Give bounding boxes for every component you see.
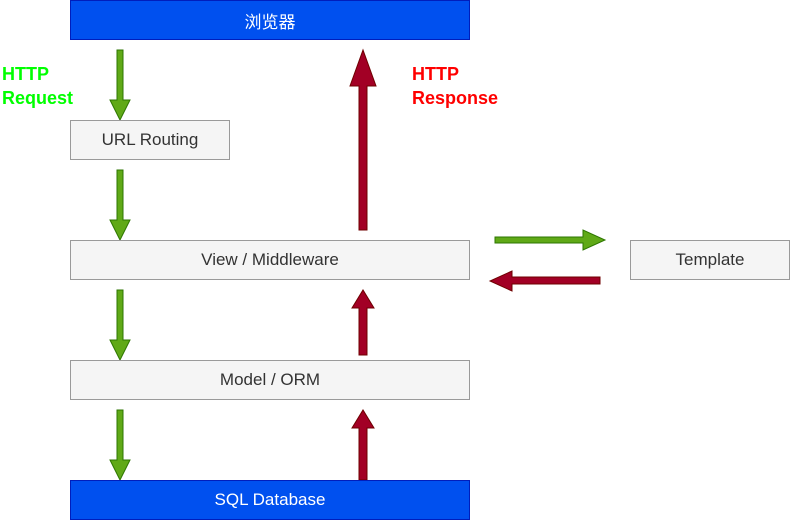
http-response-label-line1: HTTP <box>412 64 459 84</box>
template-node-label: Template <box>675 250 745 269</box>
request-arrow-routing-to-view <box>109 169 131 242</box>
model-orm-node: Model / ORM <box>70 360 470 400</box>
response-arrow-database-to-model <box>351 409 375 481</box>
sql-database-node-label: SQL Database <box>214 490 326 509</box>
url-routing-node: URL Routing <box>70 120 230 160</box>
http-request-label-line1: HTTP <box>2 64 49 84</box>
request-arrow-browser-to-routing <box>109 49 131 122</box>
browser-node-label: 浏览器 <box>244 12 296 32</box>
view-middleware-node-label: View / Middleware <box>201 250 339 269</box>
request-arrow-model-to-database <box>109 409 131 482</box>
sql-database-node: SQL Database <box>70 480 470 520</box>
arrow-template-to-view <box>488 270 601 292</box>
model-orm-node-label: Model / ORM <box>219 370 321 389</box>
http-request-label-line2: Request <box>2 88 74 108</box>
arrow-view-to-template <box>494 229 607 251</box>
url-routing-node-label: URL Routing <box>101 130 199 149</box>
http-response-label: HTTP Response <box>412 62 498 110</box>
browser-node: 浏览器 <box>70 0 470 40</box>
template-node: Template <box>630 240 790 280</box>
response-arrow-model-to-view <box>351 289 375 356</box>
view-middleware-node: View / Middleware <box>70 240 470 280</box>
http-response-label-line2: Response <box>412 88 499 108</box>
http-request-label: HTTP Request <box>2 62 73 110</box>
response-arrow-view-to-browser <box>349 48 377 231</box>
request-arrow-view-to-model <box>109 289 131 362</box>
